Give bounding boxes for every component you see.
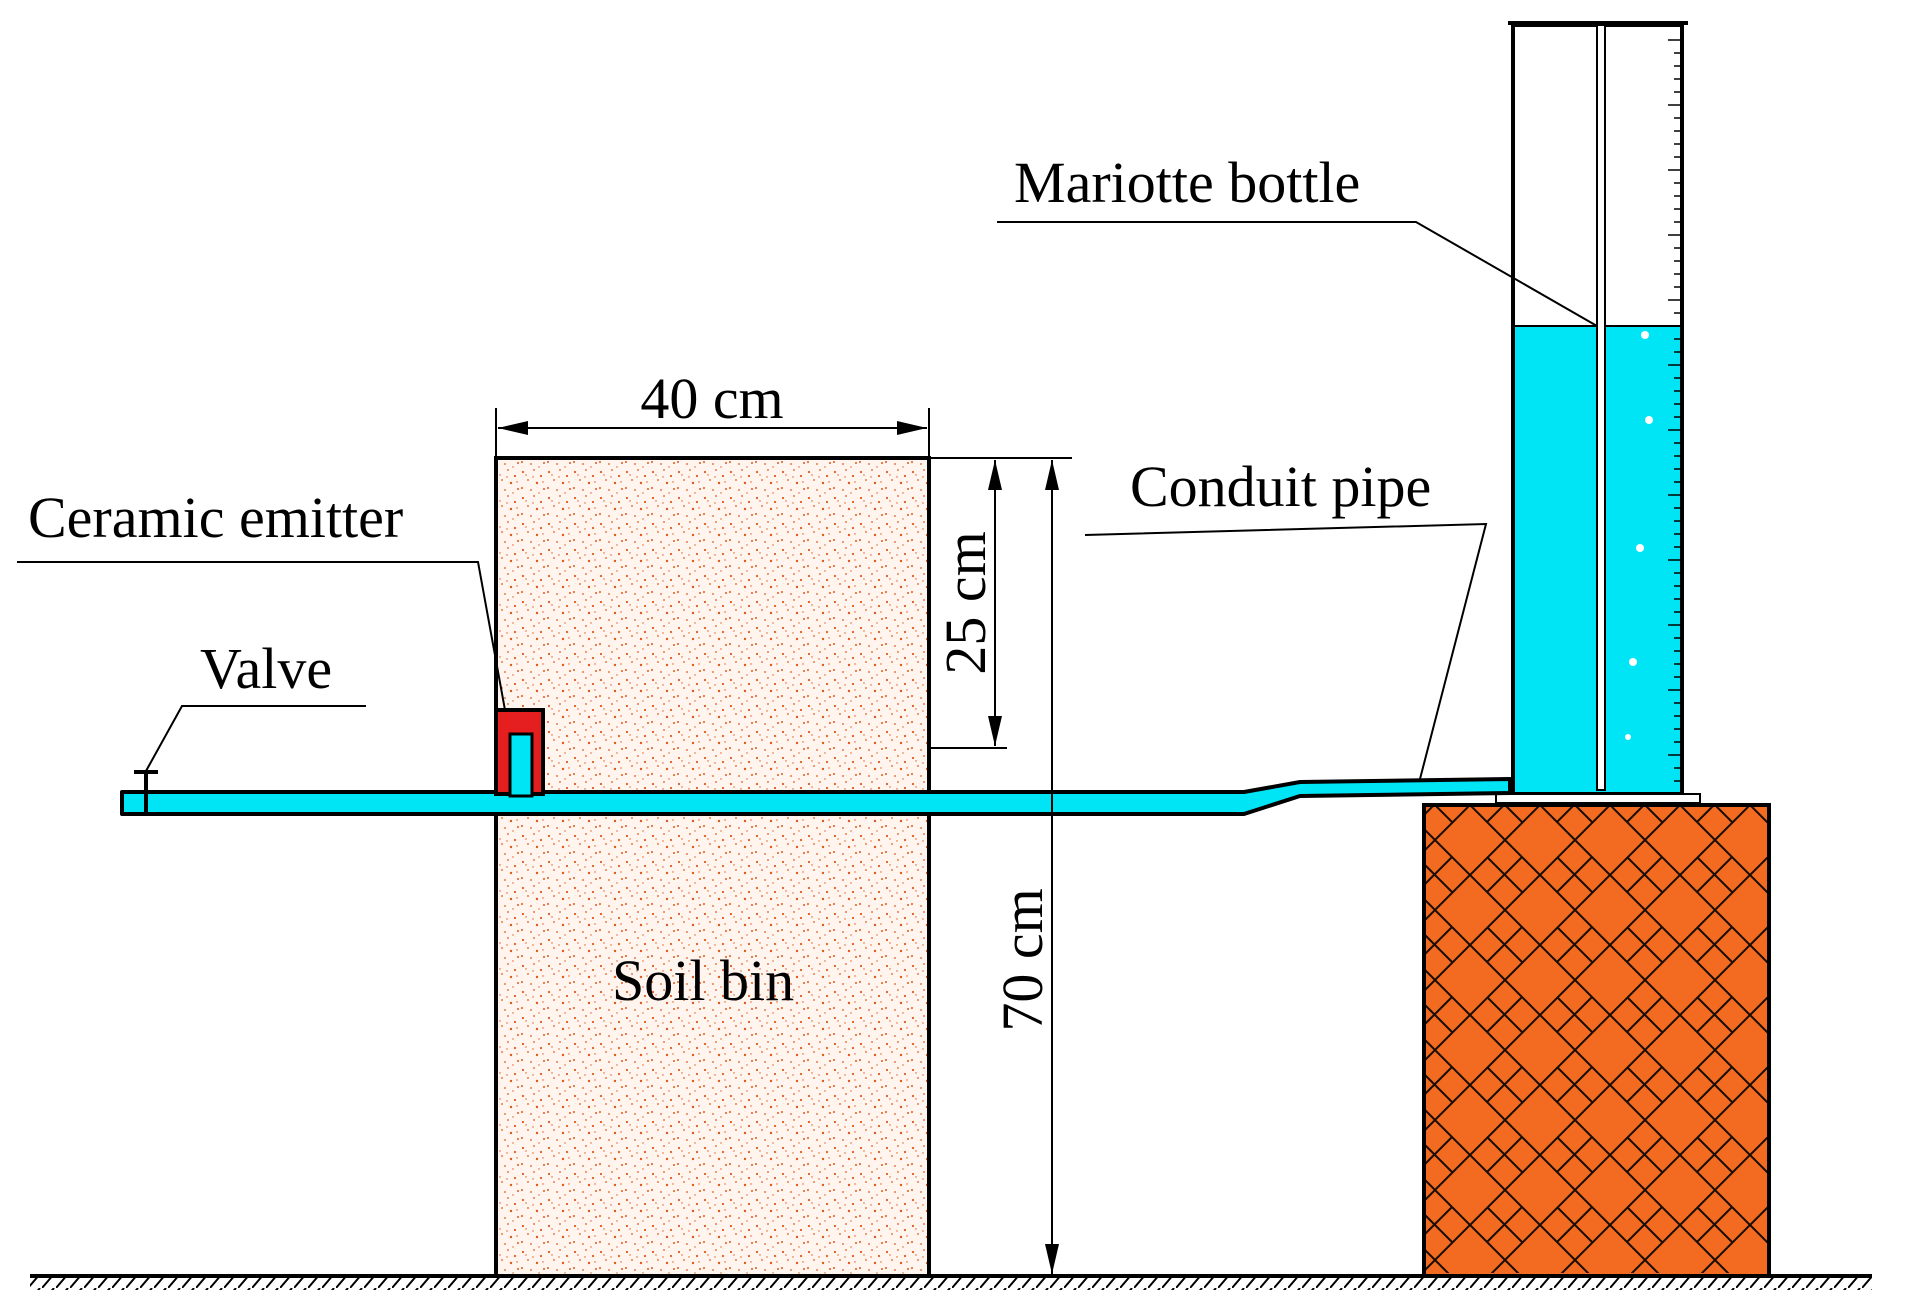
height-dimension-label: 70 cm	[990, 888, 1055, 1031]
soil-bin-label: Soil bin	[612, 948, 794, 1013]
depth-dimension-label: 25 cm	[933, 531, 998, 674]
valve-label: Valve	[200, 636, 332, 701]
ground	[30, 1274, 1872, 1290]
leader-lines	[17, 221, 1598, 780]
dimension-lines	[495, 408, 1072, 1274]
ceramic-emitter-label: Ceramic emitter	[28, 485, 403, 550]
valve-icon	[134, 770, 158, 814]
bottle-scale	[1668, 39, 1682, 782]
ceramic-emitter	[494, 708, 545, 798]
brick-stand	[1422, 803, 1771, 1278]
conduit-pipe-body	[120, 777, 1512, 816]
soil-bin	[494, 456, 931, 1278]
width-dimension-label: 40 cm	[640, 366, 783, 431]
mariotte-bottle-label: Mariotte bottle	[1014, 150, 1360, 215]
mariotte-bottle	[1495, 21, 1701, 804]
conduit-pipe-label: Conduit pipe	[1130, 454, 1431, 519]
